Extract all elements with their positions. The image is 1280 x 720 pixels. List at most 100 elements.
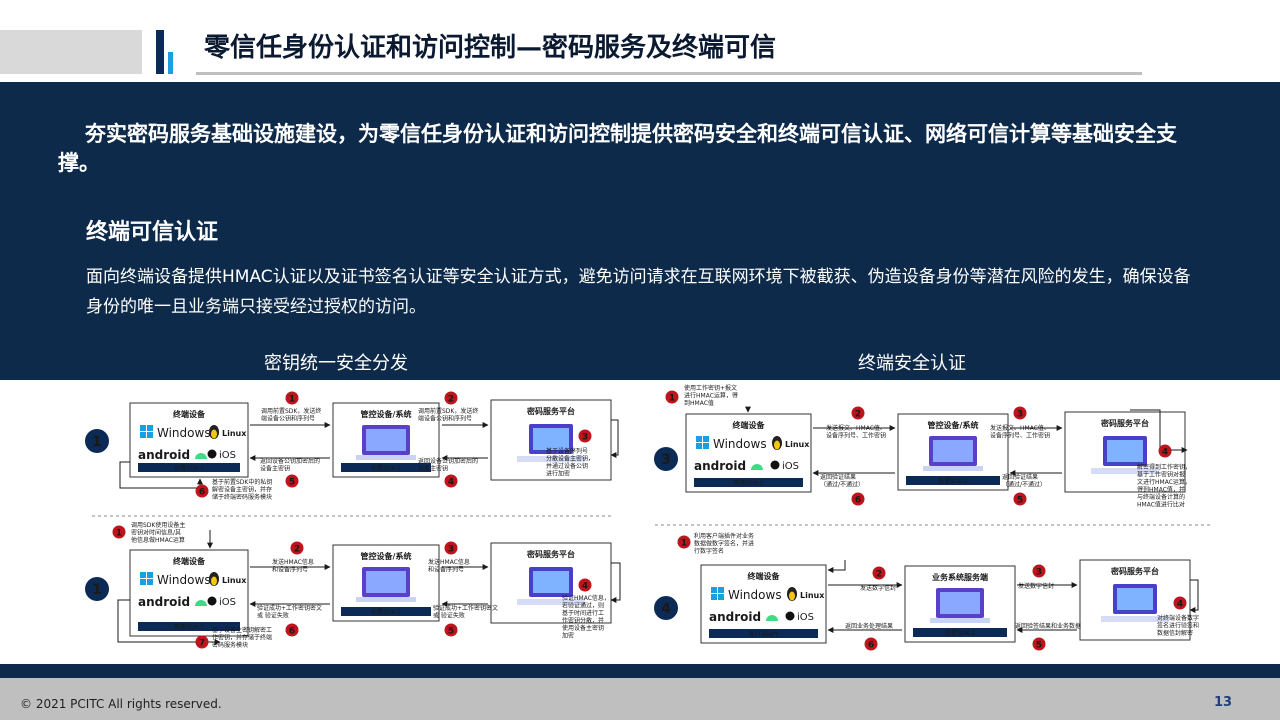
sdk-bar xyxy=(138,622,240,631)
step-text: 发送报文、HMAC值、 xyxy=(990,424,1050,432)
step-text: 或 验证失败 xyxy=(257,612,289,620)
page-title: 零信任身份认证和访问控制—密码服务及终端可信 xyxy=(204,33,777,63)
step-number: 2 xyxy=(855,410,861,420)
terminal-device-label: 终端设备 xyxy=(747,571,781,581)
server-base xyxy=(1091,468,1159,474)
intro-text: 夯实密码服务基础设施建设，为零信任身份认证和访问控制提供密码安全和终端可信认证、… xyxy=(58,122,1177,175)
ios-label: iOS xyxy=(219,597,236,608)
step-number: 1 xyxy=(289,395,295,405)
header-accent-bar xyxy=(156,30,164,74)
step-number: 4 xyxy=(582,582,588,592)
step-text: 使用设备主密钥 xyxy=(562,624,604,632)
step-marker xyxy=(195,635,209,649)
step-marker xyxy=(112,525,126,539)
step-text: 若验证通过，则 xyxy=(562,602,604,610)
step-number: 4 xyxy=(1162,448,1168,458)
header-underline xyxy=(196,72,1142,75)
step-number: 2 xyxy=(294,545,300,555)
android-label: android xyxy=(138,448,190,462)
step-text: 返回设备公钥加密后的 xyxy=(260,457,320,465)
sdk-label: 客户端插件 xyxy=(748,630,778,638)
sdk-label: 前置SDK-2 xyxy=(938,477,968,485)
middle-system-label: 管控设备/系统 xyxy=(361,551,412,561)
windows-icon xyxy=(718,594,724,600)
sdk-bar xyxy=(913,628,1007,637)
step-text: 签名进行验签和 xyxy=(1157,622,1199,630)
step-text: （通过/不通过） xyxy=(1002,481,1046,489)
middle-system-label: 管控设备/系统 xyxy=(361,409,412,419)
android-label: android xyxy=(694,459,746,473)
step-text: 返回验签结果和业务数据 xyxy=(1015,622,1081,630)
monitor-base xyxy=(930,618,990,623)
monitor-screen xyxy=(940,592,980,614)
step-marker xyxy=(1013,406,1027,420)
page-number: 13 xyxy=(1214,695,1233,710)
step-text: 分散设备主密钥， xyxy=(546,455,594,463)
step-marker xyxy=(872,566,886,580)
step-text: 基于设备主密钥解密工 xyxy=(212,626,272,634)
step-text: 基于时间进行工 xyxy=(562,609,604,617)
step-number: 5 xyxy=(448,627,454,637)
linux-label: Linux xyxy=(785,440,810,449)
crypto-platform-label: 密码服务平台 xyxy=(1110,566,1159,576)
step-marker xyxy=(444,391,458,405)
windows-icon xyxy=(696,436,702,442)
step-text: 加密 xyxy=(562,632,574,640)
step-number: 1 xyxy=(669,394,675,404)
terminal-device-box xyxy=(129,549,249,637)
flow-arrow xyxy=(1130,409,1188,453)
step-text: 和设备序列号 xyxy=(272,566,308,574)
flow-arrow xyxy=(1189,579,1199,613)
windows-icon xyxy=(147,572,153,578)
step-number: 6 xyxy=(289,627,295,637)
step-number: 5 xyxy=(289,478,295,488)
server-base xyxy=(517,456,585,462)
sdk-label: 前置SDK-1 xyxy=(174,623,204,631)
section-title: 终端可信认证 xyxy=(86,220,219,245)
step-text: 端设备公钥和序列号 xyxy=(418,415,472,423)
flow-arrow xyxy=(610,562,621,603)
sdk-label: 前置SDK-1 xyxy=(174,464,204,472)
android-label: android xyxy=(709,610,761,624)
linux-icon xyxy=(774,440,780,450)
sdk-label: 前置SDK-2 xyxy=(371,464,401,472)
step-marker xyxy=(285,391,299,405)
step-text: 数据做数字签名，并进 xyxy=(694,540,754,548)
caption-key-distribution: 密钥统一安全分发 xyxy=(264,353,408,374)
monitor-base xyxy=(923,466,983,471)
step-marker xyxy=(444,623,458,637)
flow-arrow xyxy=(610,419,619,458)
ios-label: iOS xyxy=(782,461,799,472)
step-marker xyxy=(578,429,592,443)
step-marker xyxy=(677,535,691,549)
scenario-number: 1 xyxy=(92,434,102,450)
step-number: 5 xyxy=(1036,641,1042,651)
step-number: 6 xyxy=(868,641,874,651)
step-text: 储于终端密码服务模块 xyxy=(212,493,272,501)
step-number: 3 xyxy=(1017,410,1023,420)
server-screen xyxy=(1107,440,1143,462)
sdk-bar xyxy=(694,478,803,487)
step-text: 基于前置SDK中的私钥 xyxy=(212,478,272,486)
monitor-base xyxy=(356,597,416,602)
windows-label: Windows xyxy=(713,437,767,451)
linux-label: Linux xyxy=(800,591,825,600)
apple-icon xyxy=(207,449,217,459)
step-number: 2 xyxy=(448,395,454,405)
step-marker xyxy=(285,474,299,488)
step-text: 设备序列号、工作密钥 xyxy=(826,432,886,440)
step-text: 到HMAC值 xyxy=(684,399,714,407)
server-base xyxy=(1101,616,1169,622)
step-text: 发送数字信封 xyxy=(860,584,896,592)
caption-terminal-auth: 终端安全认证 xyxy=(858,353,966,374)
android-icon xyxy=(195,600,207,606)
sdk-bar xyxy=(341,463,431,472)
step-number: 6 xyxy=(855,496,861,506)
sdk-bar xyxy=(138,463,240,472)
monitor-screen xyxy=(933,440,973,462)
android-icon xyxy=(766,615,778,621)
step-text: 返回验证结果 xyxy=(820,473,856,481)
